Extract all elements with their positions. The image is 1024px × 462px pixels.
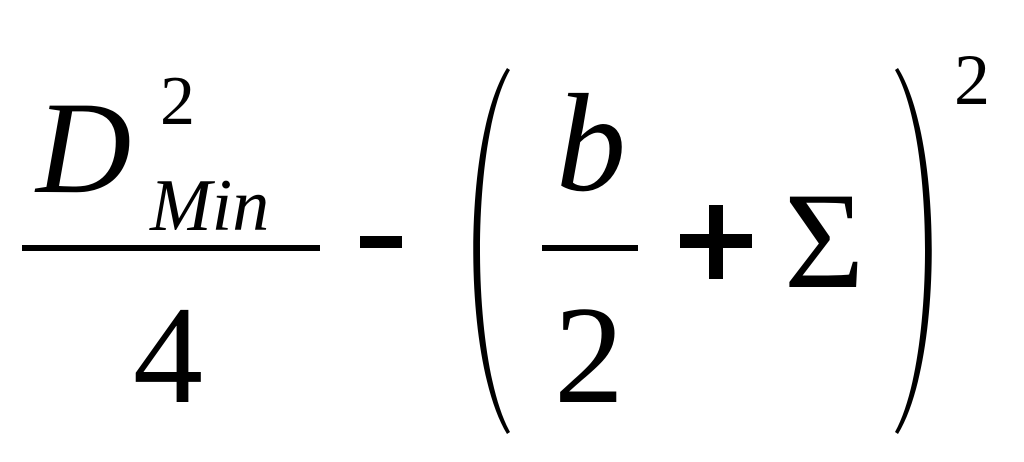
open-paren (473, 68, 510, 434)
inner-fraction-denominator: 2 (554, 278, 624, 433)
numerator-exponent: 2 (160, 63, 195, 140)
inner-fraction-numerator-b: b (556, 66, 626, 221)
first-fraction-denominator: 4 (133, 278, 203, 433)
numerator-subscript-min: Min (149, 165, 269, 247)
inner-fraction-bar (542, 245, 638, 251)
minus-sign (360, 236, 402, 248)
plus-sign-vertical (709, 205, 723, 279)
first-fraction-bar (22, 245, 320, 251)
numerator-base-D: D (34, 74, 131, 221)
outer-exponent: 2 (954, 40, 990, 120)
sigma-symbol: Σ (784, 164, 864, 317)
close-paren (895, 68, 932, 434)
